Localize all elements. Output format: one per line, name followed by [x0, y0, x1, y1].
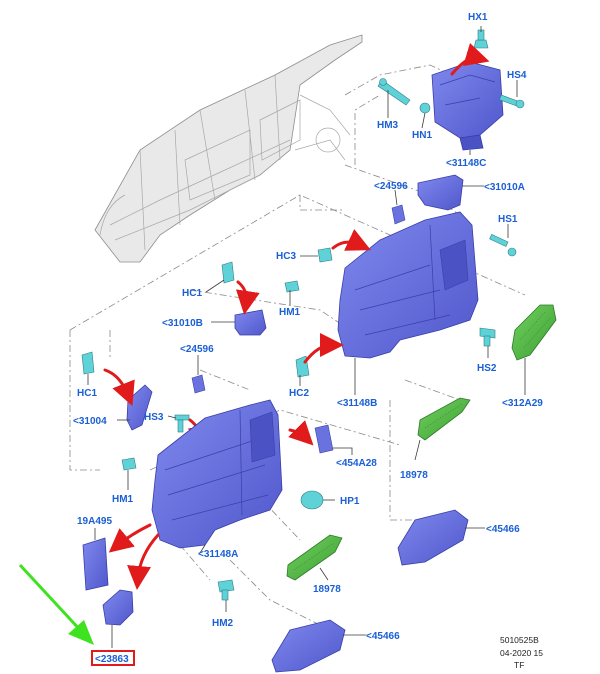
step-cover-45466-right — [397, 509, 469, 566]
label-hc2[interactable]: HC2 — [289, 388, 309, 399]
assembly-lines — [69, 64, 526, 631]
callout-arrow-hc1-top — [235, 280, 260, 315]
label-18978-low[interactable]: 18978 — [313, 584, 341, 595]
footer-ref: 5010525B — [500, 635, 539, 645]
label-19a495[interactable]: 19A495 — [77, 516, 112, 527]
fastener-hc3 — [317, 247, 333, 263]
footer-code: TF — [514, 660, 524, 670]
label-hc1-top[interactable]: HC1 — [182, 288, 202, 299]
vent-18978-low — [286, 534, 343, 581]
callout-arrow-454a28 — [288, 420, 314, 446]
fastener-hs4 — [499, 94, 525, 109]
trim-23863 — [102, 589, 134, 626]
label-31148c[interactable]: <31148C — [446, 158, 486, 169]
callout-arrow-hx1 — [450, 43, 490, 76]
highlight-box — [91, 650, 135, 666]
step-cover-45466-low — [271, 619, 346, 673]
label-18978-right[interactable]: 18978 — [400, 470, 428, 481]
label-45466-low[interactable]: <45466 — [366, 631, 400, 642]
label-hs4[interactable]: HS4 — [507, 70, 527, 81]
fastener-hm2 — [217, 579, 235, 601]
label-hc3[interactable]: HC3 — [276, 251, 296, 262]
label-hs1[interactable]: HS1 — [498, 214, 518, 225]
label-31148a[interactable]: <31148A — [198, 549, 238, 560]
label-24596-mid[interactable]: <24596 — [180, 344, 214, 355]
vent-18978-right — [417, 397, 471, 441]
label-hs3[interactable]: HS3 — [144, 412, 164, 423]
label-hs2[interactable]: HS2 — [477, 363, 497, 374]
callout-arrow-23863 — [127, 533, 160, 590]
label-312a29[interactable]: <312A29 — [502, 398, 543, 409]
trim-31010b — [234, 309, 267, 336]
fastener-hm1-top — [284, 280, 300, 293]
fastener-hx1 — [473, 29, 489, 49]
clip-24596-top — [391, 204, 406, 225]
label-hx1[interactable]: HX1 — [468, 12, 488, 23]
fastener-hs3 — [174, 414, 190, 433]
pointer-arrow — [18, 563, 94, 645]
trim-31010a — [417, 174, 464, 211]
label-31010a[interactable]: <31010A — [484, 182, 525, 193]
footer-date: 04-2020 15 — [500, 648, 543, 658]
label-454a28[interactable]: <454A28 — [336, 458, 377, 469]
label-31010b[interactable]: <31010B — [162, 318, 203, 329]
fastener-hc1-top — [221, 261, 235, 284]
trim-19a495 — [82, 537, 109, 591]
callout-arrow-hc2 — [303, 333, 344, 364]
fastener-hm3 — [377, 78, 411, 106]
fastener-hm1-low — [121, 457, 137, 471]
label-hm2[interactable]: HM2 — [212, 618, 234, 629]
label-hm1-top[interactable]: HM1 — [279, 307, 301, 318]
van-body-outline — [94, 34, 363, 263]
callout-arrow-hc1-low — [103, 368, 135, 407]
label-hp1[interactable]: HP1 — [340, 496, 360, 507]
fastener-hn1 — [419, 102, 431, 114]
callout-arrow-19a495 — [108, 523, 152, 553]
label-31148b[interactable]: <31148B — [337, 398, 377, 409]
trim-31004 — [126, 384, 153, 431]
label-hm1-low[interactable]: HM1 — [112, 494, 134, 505]
label-hc1-low[interactable]: HC1 — [77, 388, 97, 399]
plug-hp1 — [300, 490, 324, 510]
label-24596-top[interactable]: <24596 — [374, 181, 408, 192]
callout-arrow-hc3 — [331, 229, 371, 251]
clip-24596-mid — [191, 374, 206, 394]
bracket-31148c — [431, 61, 504, 151]
fastener-hs1 — [489, 233, 517, 257]
leader-lines — [87, 26, 526, 648]
cover-454a28 — [314, 424, 334, 454]
label-hn1[interactable]: HN1 — [412, 130, 432, 141]
fastener-hs2 — [479, 327, 496, 347]
label-hm3[interactable]: HM3 — [377, 120, 399, 131]
vent-312a29 — [511, 304, 557, 361]
trim-panel-31148a — [151, 399, 283, 549]
label-31004[interactable]: <31004 — [73, 416, 107, 427]
label-23863[interactable]: <23863 — [95, 654, 129, 665]
fastener-hc1-low — [81, 351, 95, 375]
trim-panel-31148b — [337, 211, 479, 359]
label-45466-right[interactable]: <45466 — [486, 524, 520, 535]
